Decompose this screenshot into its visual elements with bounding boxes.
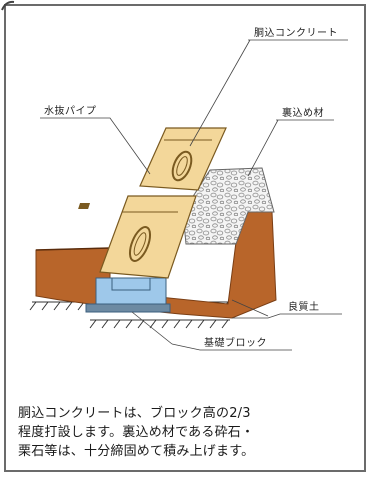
upper-block (139, 127, 227, 191)
corner-logo-mark (1, 0, 15, 11)
soil-ground-line (35, 247, 111, 251)
caption-line-1: 胴込コンクリートは、ブロック高の2/3 (18, 406, 251, 421)
lower-block (99, 195, 197, 279)
label-backfill-material: 裏込め材 (282, 108, 324, 119)
label-foundation-block: 基礎ブロック (204, 338, 267, 349)
leader-lines (40, 39, 348, 351)
label-good-soil: 良質土 (288, 302, 320, 313)
foundation-block-shape (95, 277, 167, 307)
label-drain-pipe: 水抜パイプ (44, 106, 97, 117)
frame-gap (30, 0, 76, 4)
label-backfill-concrete: 胴込コンクリート (254, 28, 338, 39)
caption-text: 胴込コンクリートは、ブロック高の2/3 程度打設します。裏込め材である砕石・ 栗… (18, 404, 358, 461)
foundation-base (85, 303, 171, 313)
lower-drain-hole (128, 226, 152, 262)
caption-line-2: 程度打設します。裏込め材である砕石・ (18, 425, 255, 440)
caption-line-3: 栗石等は、十分締固めて積み上げます。 (18, 444, 255, 459)
backfill-gravel (182, 167, 275, 245)
upper-drain-hole (171, 150, 193, 182)
